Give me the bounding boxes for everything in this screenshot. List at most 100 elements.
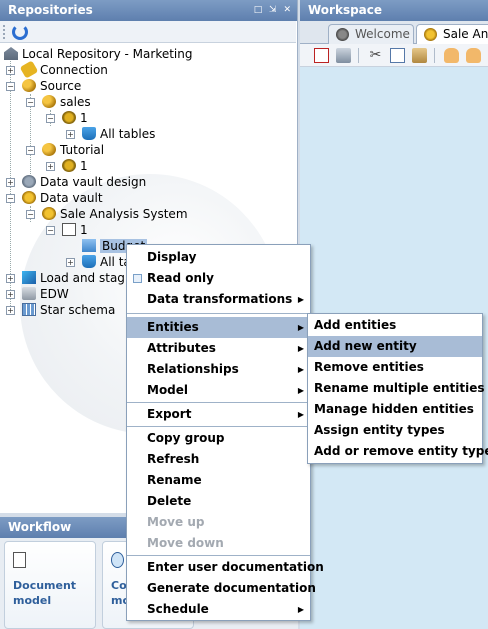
tree-node-tutorial-version[interactable]: 1 xyxy=(62,158,88,174)
table-icon xyxy=(82,255,96,268)
tree-node-connection[interactable]: Connection xyxy=(22,62,108,78)
tree-node-sales-version[interactable]: 1 xyxy=(62,110,88,126)
menu-item-model[interactable]: Model▶ xyxy=(127,380,310,401)
tree-node-sales[interactable]: sales xyxy=(42,94,91,110)
workspace-tabs: Welcome Sale Analysis System xyxy=(300,21,488,44)
collapse-icon[interactable]: − xyxy=(46,114,55,123)
expand-icon[interactable]: + xyxy=(46,162,55,171)
tree-node-source[interactable]: Source xyxy=(22,78,81,94)
hand-select-icon[interactable] xyxy=(466,48,481,63)
menu-item-entities[interactable]: Entities▶ xyxy=(127,317,310,338)
paste-icon[interactable] xyxy=(412,48,427,63)
tree-node-data-vault[interactable]: Data vault xyxy=(22,190,103,206)
menu-item-export[interactable]: Export▶ xyxy=(127,404,310,425)
workflow-title: Workflow xyxy=(8,520,71,534)
tree-node-root[interactable]: Local Repository - Marketing xyxy=(4,46,193,62)
workspace-header: Workspace xyxy=(300,0,488,21)
repositories-title: Repositories xyxy=(8,3,93,17)
menu-item-enter-user-documentation[interactable]: Enter user documentation xyxy=(127,557,310,578)
cut-icon[interactable]: ✂ xyxy=(368,48,383,63)
table-icon xyxy=(82,127,96,140)
refresh-icon[interactable] xyxy=(12,24,28,40)
submenu-item-add-remove-entity-types[interactable]: Add or remove entity types xyxy=(308,441,482,462)
repositories-header: Repositories □ ⇲ ✕ xyxy=(0,0,297,21)
submenu-arrow-icon: ▶ xyxy=(298,338,304,359)
submenu-arrow-icon: ▶ xyxy=(298,599,304,620)
source-icon xyxy=(42,95,56,108)
pdf-icon[interactable] xyxy=(314,48,329,63)
menu-item-move-up: Move up xyxy=(127,512,310,533)
collapse-icon[interactable]: − xyxy=(26,98,35,107)
expand-icon[interactable]: + xyxy=(66,258,75,267)
expand-icon[interactable]: + xyxy=(6,274,15,283)
tree-node-edw[interactable]: EDW xyxy=(22,286,69,302)
entity-group-icon xyxy=(82,239,96,252)
data-vault-icon xyxy=(42,207,56,220)
source-icon xyxy=(22,79,36,92)
workspace-toolbar: ✂ xyxy=(300,44,488,67)
expand-icon[interactable]: + xyxy=(6,178,15,187)
panel-window-controls-icon[interactable]: □ ⇲ ✕ xyxy=(254,0,293,21)
submenu-item-rename-multiple-entities[interactable]: Rename multiple entities xyxy=(308,378,482,399)
collapse-icon[interactable]: − xyxy=(46,226,55,235)
menu-item-generate-documentation[interactable]: Generate documentation xyxy=(127,578,310,599)
welcome-icon xyxy=(336,28,349,41)
repositories-toolbar xyxy=(0,21,296,43)
tree-node-sale-analysis[interactable]: Sale Analysis System xyxy=(42,206,188,222)
tree-node-star-schema[interactable]: Star schema xyxy=(22,302,115,318)
entities-submenu: Add entities Add new entity Remove entit… xyxy=(307,313,483,464)
source-icon xyxy=(42,143,56,156)
load-staging-icon xyxy=(22,271,36,284)
menu-item-read-only[interactable]: Read only xyxy=(127,268,310,289)
tree-node-tutorial[interactable]: Tutorial xyxy=(42,142,104,158)
menu-item-refresh[interactable]: Refresh xyxy=(127,449,310,470)
submenu-arrow-icon: ▶ xyxy=(298,317,304,338)
tree-node-sales-all-tables[interactable]: All tables xyxy=(82,126,155,142)
collapse-icon[interactable]: − xyxy=(6,194,15,203)
version-document-icon xyxy=(62,223,76,236)
submenu-item-add-new-entity[interactable]: Add new entity xyxy=(308,336,482,357)
submenu-arrow-icon: ▶ xyxy=(298,380,304,401)
star-schema-icon xyxy=(22,303,36,316)
copy-icon[interactable] xyxy=(390,48,405,63)
collapse-icon[interactable]: − xyxy=(6,82,15,91)
document-model-card[interactable]: Document model xyxy=(4,541,96,629)
menu-item-rename[interactable]: Rename xyxy=(127,470,310,491)
collapse-icon[interactable]: − xyxy=(26,210,35,219)
repository-icon xyxy=(4,47,18,60)
submenu-item-manage-hidden-entities[interactable]: Manage hidden entities xyxy=(308,399,482,420)
document-icon xyxy=(13,552,26,568)
menu-item-schedule[interactable]: Schedule▶ xyxy=(127,599,310,620)
print-icon[interactable] xyxy=(336,48,351,63)
submenu-arrow-icon: ▶ xyxy=(298,289,304,310)
version-icon xyxy=(62,159,76,172)
menu-item-attributes[interactable]: Attributes▶ xyxy=(127,338,310,359)
tree-node-dv-design[interactable]: Data vault design xyxy=(22,174,146,190)
menu-item-relationships[interactable]: Relationships▶ xyxy=(127,359,310,380)
hand-icon[interactable] xyxy=(444,48,459,63)
workspace-title: Workspace xyxy=(308,3,382,17)
menu-item-delete[interactable]: Delete xyxy=(127,491,310,512)
menu-item-move-down: Move down xyxy=(127,533,310,554)
collapse-icon[interactable]: − xyxy=(26,146,35,155)
checkbox-icon[interactable] xyxy=(133,274,142,283)
tree-node-sas-version[interactable]: 1 xyxy=(62,222,88,238)
tab-sale-analysis[interactable]: Sale Analysis System xyxy=(416,24,488,44)
toolbar-grip-icon xyxy=(3,25,6,39)
menu-item-copy-group[interactable]: Copy group xyxy=(127,428,310,449)
submenu-item-assign-entity-types[interactable]: Assign entity types xyxy=(308,420,482,441)
menu-item-display[interactable]: Display xyxy=(127,247,310,268)
expand-icon[interactable]: + xyxy=(6,66,15,75)
expand-icon[interactable]: + xyxy=(6,306,15,315)
tab-welcome[interactable]: Welcome xyxy=(328,24,414,44)
connection-icon xyxy=(20,60,39,78)
expand-icon[interactable]: + xyxy=(6,290,15,299)
document-model-label: Document model xyxy=(13,578,76,608)
menu-item-data-transformations[interactable]: Data transformations▶ xyxy=(127,289,310,310)
submenu-item-add-entities[interactable]: Add entities xyxy=(308,315,482,336)
submenu-item-remove-entities[interactable]: Remove entities xyxy=(308,357,482,378)
data-vault-icon xyxy=(424,28,437,41)
submenu-arrow-icon: ▶ xyxy=(298,359,304,380)
compare-icon xyxy=(111,552,124,568)
expand-icon[interactable]: + xyxy=(66,130,75,139)
